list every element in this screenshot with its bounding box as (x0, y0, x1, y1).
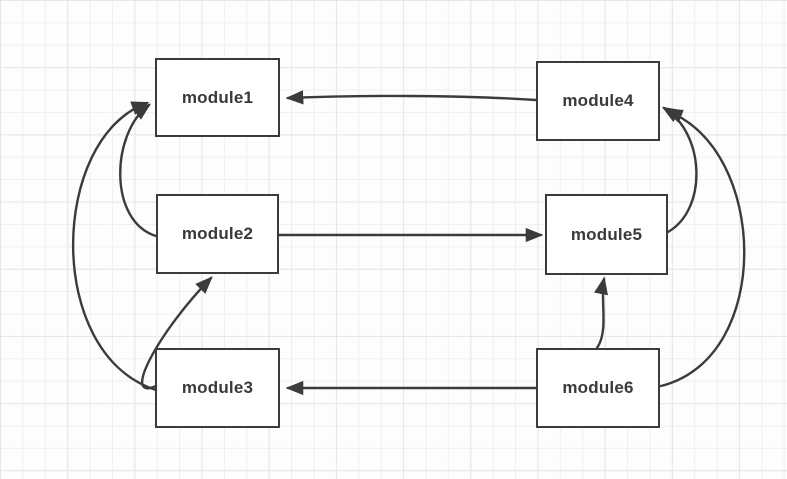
edge-module6-to-module4[interactable] (659, 109, 746, 388)
node-label: module6 (562, 378, 634, 397)
edge-module6-to-module5[interactable] (594, 276, 608, 350)
node-module5[interactable]: module5 (545, 194, 668, 275)
edge-module2-to-module1[interactable] (119, 103, 158, 238)
node-module1[interactable]: module1 (155, 58, 280, 137)
edge-module3-to-module2[interactable] (141, 276, 213, 390)
node-module2[interactable]: module2 (156, 194, 279, 274)
node-label: module5 (570, 224, 643, 244)
node-label: module3 (181, 378, 254, 397)
edge-module5-to-module4[interactable] (661, 106, 698, 234)
edge-module4-to-module1[interactable] (285, 90, 538, 105)
node-label: module1 (181, 87, 254, 107)
edge-module3-to-module1[interactable] (72, 101, 158, 392)
node-label: module2 (181, 224, 254, 243)
node-label: module4 (562, 91, 634, 110)
node-module6[interactable]: module6 (536, 348, 660, 428)
node-module3[interactable]: module3 (155, 348, 280, 428)
node-module4[interactable]: module4 (536, 61, 660, 141)
